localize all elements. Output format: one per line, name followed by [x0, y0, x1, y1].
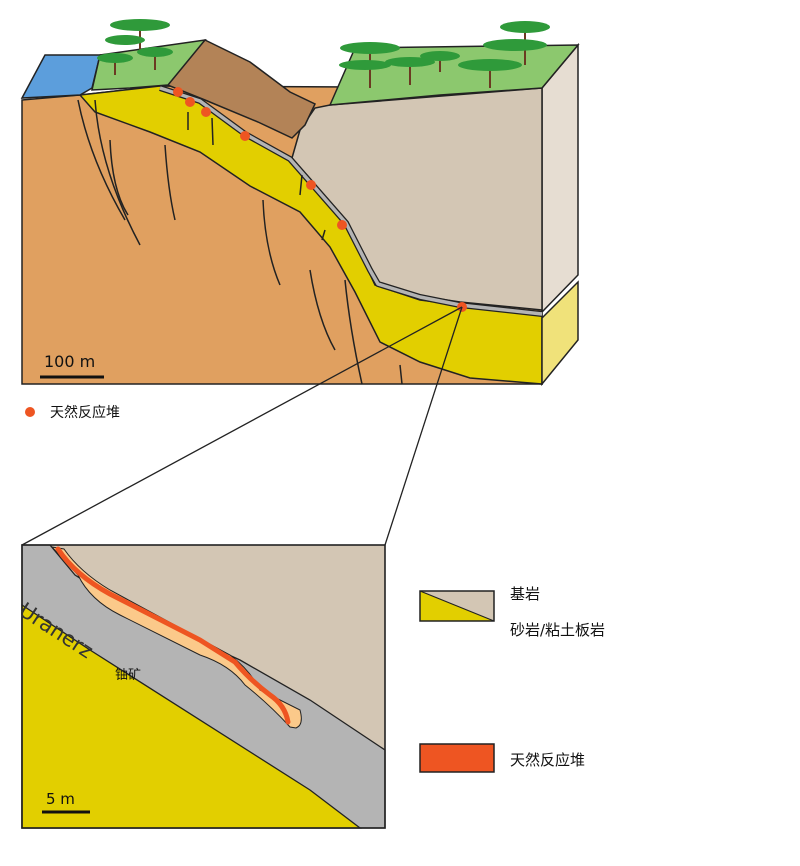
legend-reactor-dot-label: 天然反应堆: [50, 405, 120, 421]
legend-swatch-rock: [419, 590, 495, 622]
legend-sandstone-label: 砂岩/粘土板岩: [510, 621, 606, 639]
detail-section: [21, 544, 386, 829]
scale-label-5m: 5 m: [46, 790, 75, 808]
legend-bedrock-label: 基岩: [510, 585, 541, 603]
reactor-dot: [185, 97, 195, 107]
block-side-sandstone: [541, 280, 579, 387]
legend-reactor-dot: [25, 407, 35, 417]
reactor-dot: [240, 131, 250, 141]
ore-band-fill: [159, 86, 543, 316]
zoom-line-right: [384, 306, 463, 546]
reactor-dot: [306, 180, 316, 190]
legend-reactor-label: 天然反应堆: [510, 751, 586, 769]
block-side-bedrock: [541, 42, 579, 314]
zoom-line-left: [21, 306, 463, 546]
legend-swatch-reactor: [419, 743, 495, 773]
detail-reactor-halo: [50, 546, 302, 729]
detail-reactor-vein: [55, 546, 291, 725]
reactor-sites: [173, 87, 467, 312]
fractures: [77, 99, 403, 385]
scale-label-100m: 100 m: [44, 352, 96, 371]
water: [20, 54, 101, 99]
trees: [97, 19, 550, 88]
reactor-dot: [337, 220, 347, 230]
hill: [163, 39, 316, 139]
ore-label-zh: 铀矿: [115, 668, 142, 683]
reactor-dot: [173, 87, 183, 97]
grass-left: [91, 38, 207, 91]
reactor-dot: [201, 107, 211, 117]
